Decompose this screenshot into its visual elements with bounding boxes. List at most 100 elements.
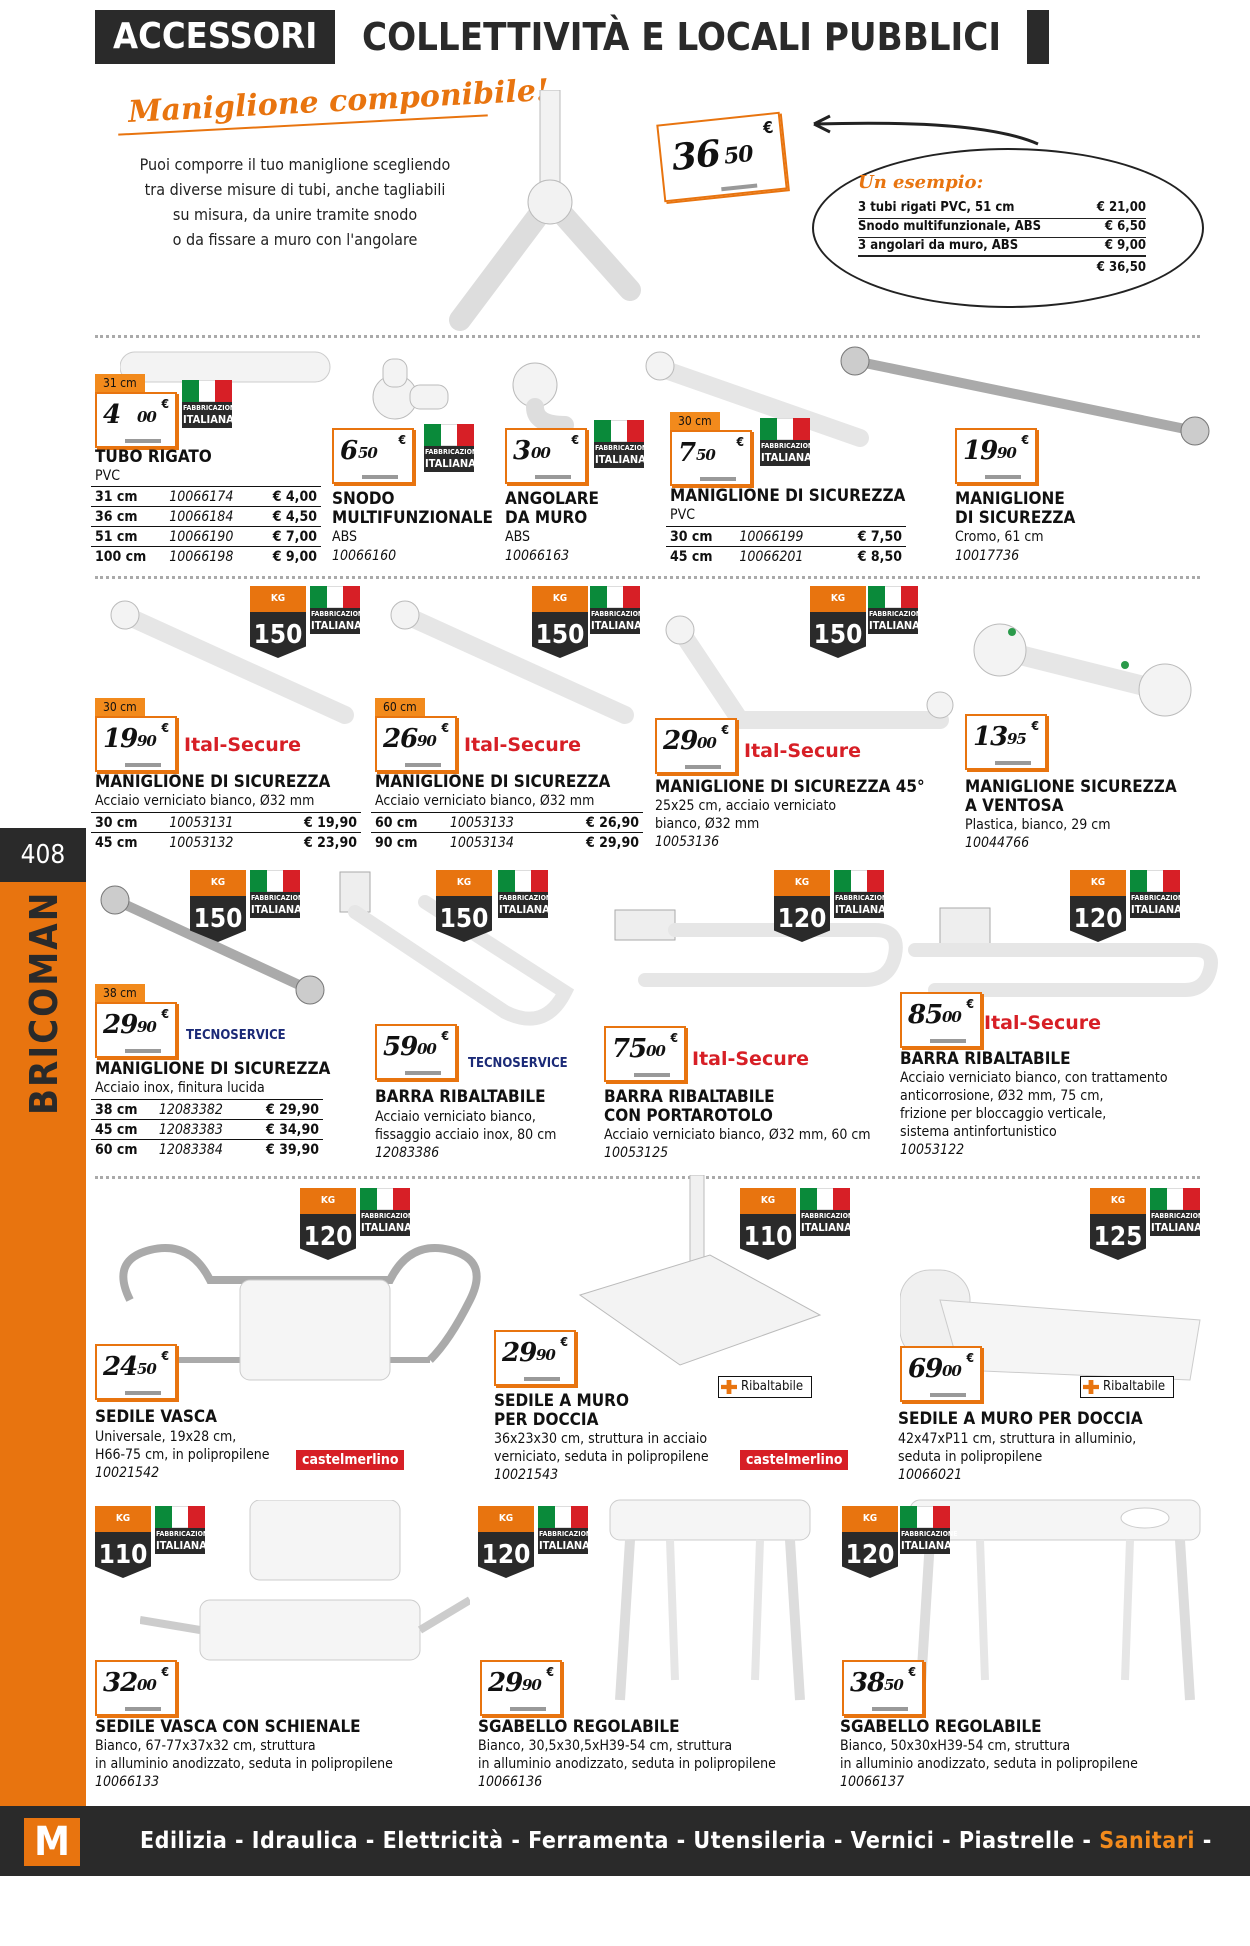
intro-line: su misura, da unire tramite snodo xyxy=(172,205,418,224)
shower-seat-image xyxy=(900,1269,1201,1381)
product-title: SGABELLO REGOLABILE xyxy=(840,1717,1042,1737)
brand-logo: Ital-Secure xyxy=(464,734,581,756)
divider xyxy=(95,576,1200,579)
product-material: ABS xyxy=(332,529,358,545)
sidebar xyxy=(0,828,86,1876)
product-code: 10066137 xyxy=(840,1774,905,1790)
arrow-icon xyxy=(813,114,1039,146)
product-title: BARRA RIBALTABILE xyxy=(375,1087,546,1107)
product-code: 10066160 xyxy=(332,548,397,564)
product-desc: frizione per bloccaggio verticale, xyxy=(900,1106,1107,1122)
product-desc: Bianco, 30,5x30,5xH39-54 cm, struttura xyxy=(478,1738,733,1754)
product-code: 10053136 xyxy=(655,834,720,850)
size-tab: 30 cm xyxy=(670,412,720,430)
folding-bar-image xyxy=(908,907,1218,997)
brand-logo: BRICOMAN xyxy=(22,890,66,1115)
product-material: ABS xyxy=(505,529,531,545)
product-desc: Plastica, bianco, 29 cm xyxy=(965,817,1111,833)
brand-logo: Ital-Secure xyxy=(744,740,861,762)
foldable-label: Ribaltabile xyxy=(1080,1376,1175,1398)
product-desc: Acciaio inox, finitura lucida xyxy=(95,1080,265,1096)
size-tab: 31 cm xyxy=(95,374,145,392)
product-title: MANIGLIONE DI SICUREZZA xyxy=(95,772,331,792)
joint-image xyxy=(372,358,449,420)
example-box xyxy=(812,148,1204,308)
product-title: SEDILE VASCA xyxy=(95,1407,217,1427)
m-logo-icon: M xyxy=(24,1818,80,1866)
product-code: 10066163 xyxy=(505,548,570,564)
intro-text: Puoi comporre il tuo maniglione sceglien… xyxy=(110,152,480,252)
footer-categories: Edilizia - Idraulica - Elettricità - Fer… xyxy=(0,1806,1250,1924)
intro-line: Puoi comporre il tuo maniglione sceglien… xyxy=(139,155,451,174)
example-row: 3 tubi rigati PVC, 51 cm€ 21,00 xyxy=(858,200,1146,219)
intro-line: o da fissare a muro con l'angolare xyxy=(172,230,418,249)
product-code: 10053125 xyxy=(604,1145,669,1161)
product-title: MANIGLIONE DI SICUREZZA 45° xyxy=(655,777,925,797)
product-code: 10066133 xyxy=(95,1774,160,1790)
example-row: 3 angolari da muro, ABS€ 9,00 xyxy=(858,238,1146,257)
page-number: 408 xyxy=(0,828,86,882)
angled-grab-bar-image xyxy=(665,615,954,729)
product-title: CON PORTAROTOLO xyxy=(604,1106,773,1126)
product-title: MULTIFUNZIONALE xyxy=(332,508,493,528)
product-desc: in alluminio anodizzato, seduta in polip… xyxy=(478,1756,776,1772)
product-title: ANGOLARE xyxy=(505,489,599,509)
folding-bar-image xyxy=(339,871,575,1026)
product-desc: Universale, 19x28 cm, xyxy=(95,1429,237,1445)
product-title: DA MURO xyxy=(505,508,588,528)
brand-logo: Ital-Secure xyxy=(184,734,301,756)
product-desc: 42x47xP11 cm, struttura in alluminio, xyxy=(898,1431,1137,1447)
product-code: 10021542 xyxy=(95,1465,160,1481)
product-desc: 25x25 cm, acciaio verniciato xyxy=(655,798,837,814)
brand-logo: TECNOSERVICE xyxy=(468,1056,568,1071)
product-title: SGABELLO REGOLABILE xyxy=(478,1717,680,1737)
product-desc: H66-75 cm, in polipropilene xyxy=(95,1447,270,1463)
product-material: PVC xyxy=(95,468,121,484)
product-code: 10021543 xyxy=(494,1467,559,1483)
product-title: BARRA RIBALTABILE xyxy=(900,1049,1071,1069)
product-desc: Acciaio verniciato bianco, xyxy=(375,1109,536,1125)
product-desc: anticorrosione, Ø32 mm, 75 cm, xyxy=(900,1088,1104,1104)
product-title: DI SICUREZZA xyxy=(955,508,1076,528)
size-tab: 30 cm xyxy=(95,698,145,716)
product-desc: Acciaio verniciato bianco, Ø32 mm, 60 cm xyxy=(604,1127,871,1143)
product-title: MANIGLIONE DI SICUREZZA xyxy=(375,772,611,792)
